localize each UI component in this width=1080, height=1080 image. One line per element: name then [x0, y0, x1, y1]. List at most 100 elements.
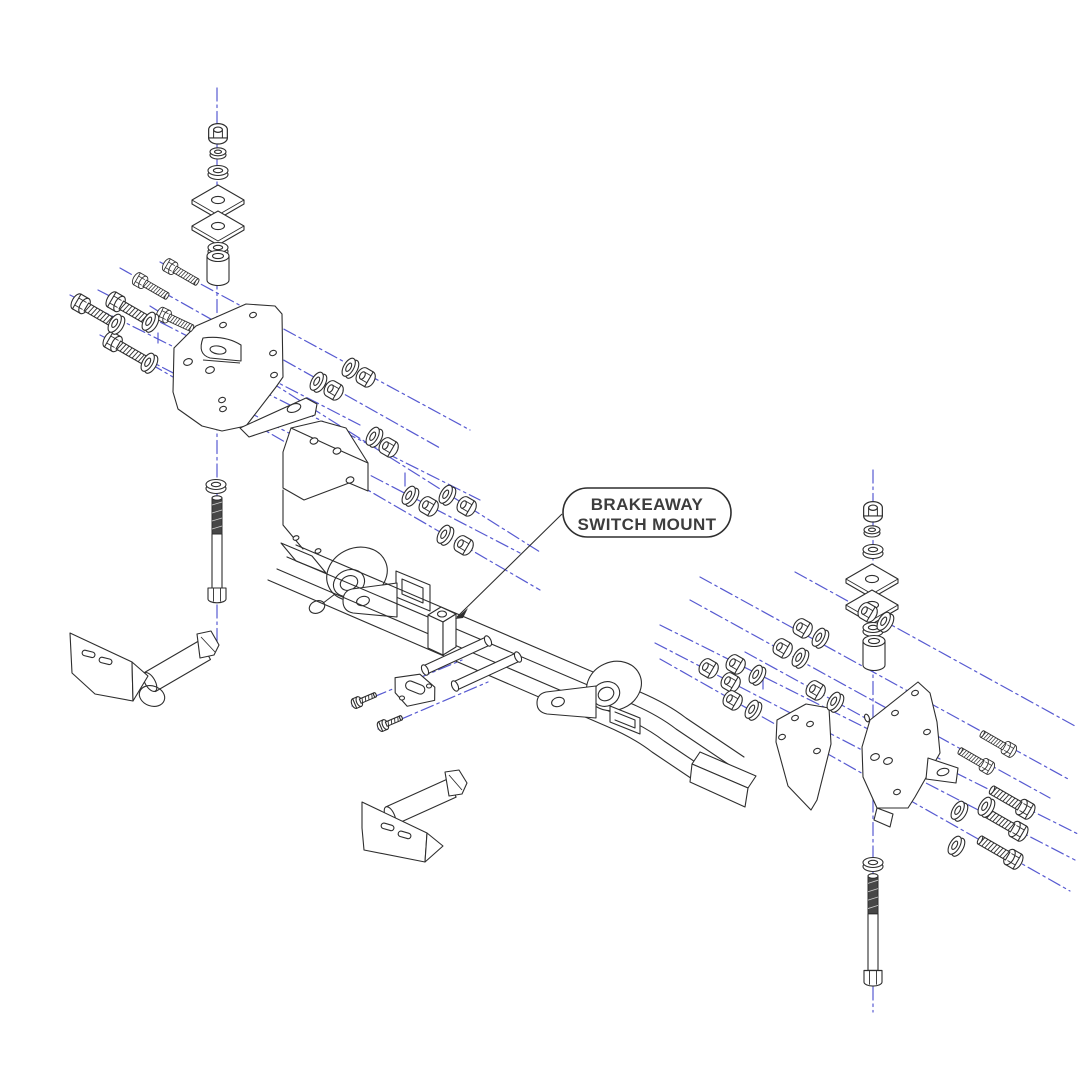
hex-nut	[769, 635, 796, 661]
left-long-bolt	[205, 478, 227, 604]
switch-hole	[436, 610, 448, 618]
hex-nut	[415, 493, 442, 519]
long-hex-bolt	[863, 873, 883, 987]
hex-bolt	[130, 270, 172, 304]
bracket-tab	[873, 807, 894, 828]
pull-ring	[138, 685, 166, 707]
slot-hole	[98, 656, 113, 666]
bolt-hole	[806, 720, 814, 728]
left-mounting-bracket	[172, 303, 318, 438]
long-hex-bolt	[207, 495, 227, 604]
mounting-screw	[349, 689, 379, 711]
hex-nut	[719, 687, 746, 713]
flat-washer	[788, 645, 813, 671]
bolt-hole	[219, 405, 227, 413]
bolt-hole	[813, 747, 821, 755]
bolt-hole	[269, 349, 277, 357]
callout-label-line2: SWITCH MOUNT	[578, 515, 717, 534]
right-mounting-bracket	[861, 681, 959, 828]
hex-bolt	[955, 743, 997, 777]
angle-bracket-fold	[131, 661, 149, 702]
bar-left-receiver	[342, 570, 431, 618]
hex-bolt	[160, 256, 202, 290]
slot-hole	[863, 713, 871, 723]
bar-end-plate	[775, 703, 832, 811]
bolt-hole	[891, 709, 899, 717]
bolt-hole	[218, 396, 226, 404]
flat-washer	[862, 856, 884, 873]
callout-leader-line	[456, 513, 563, 618]
square-spacer-plate	[191, 210, 245, 246]
flange-hole	[286, 402, 302, 414]
bolt-hole	[778, 733, 786, 741]
bar-left-upright	[282, 420, 369, 501]
flat-washer	[944, 833, 969, 859]
slot-hole	[380, 822, 395, 832]
bar-right-pin-tube	[536, 660, 642, 735]
slot-hole	[209, 345, 227, 355]
bolt-hole	[205, 366, 215, 374]
right-hardware-stack	[845, 501, 899, 672]
bolt-hole	[183, 358, 193, 366]
flat-washer	[398, 483, 423, 509]
flat-washer	[207, 164, 229, 181]
flat-washer	[205, 478, 227, 495]
callout-label-line1: BRAKEAWAY	[591, 495, 704, 514]
quick-release-pin-assembly-left	[69, 630, 220, 707]
bushing-spacer	[206, 249, 230, 287]
left-hardware-stack	[191, 123, 245, 287]
bolt-hole	[911, 689, 919, 697]
bar-rail	[267, 579, 711, 792]
lock-washer	[209, 147, 227, 160]
bolt-hole	[249, 311, 257, 319]
bolt-hole	[791, 714, 799, 722]
bolt-hole	[292, 535, 300, 541]
bar-left-foot	[280, 542, 327, 574]
angle-bracket-fold	[424, 832, 444, 863]
bolt-hole	[883, 757, 893, 765]
centerline-diagonal	[744, 651, 941, 760]
hex-nut	[863, 501, 883, 523]
bolt-hole	[219, 321, 227, 329]
flat-washer	[433, 522, 458, 548]
lock-washer	[863, 525, 881, 538]
hex-nut	[450, 532, 477, 558]
bar-end-box	[689, 751, 757, 808]
mounting-screw	[375, 712, 405, 734]
screw-hole	[425, 683, 433, 689]
switch-slot	[405, 680, 426, 695]
bolt-hole	[270, 371, 278, 379]
flat-washer	[947, 798, 972, 824]
bar-left-upright-fold	[290, 427, 369, 464]
flat-washer	[435, 482, 460, 508]
bolt-hole	[332, 447, 342, 455]
bushing-spacer	[862, 634, 886, 672]
bolt-hole	[314, 548, 322, 554]
centerline-diagonal	[69, 294, 481, 501]
bolt-hole	[893, 788, 901, 796]
hex-bolt	[977, 726, 1019, 760]
brakeaway-switch-mount-block	[427, 606, 457, 656]
angle-bracket	[69, 632, 134, 702]
baseplate-crossmember	[267, 420, 832, 811]
brakeaway-switch-mount-plate	[394, 673, 436, 707]
bolt-hole	[923, 728, 931, 736]
retaining-pin-rod	[450, 651, 523, 692]
hex-bolt	[153, 305, 197, 336]
slot-hole	[397, 830, 412, 840]
centerline-diagonal	[159, 261, 471, 431]
flange-hole	[936, 767, 950, 777]
quick-release-pin-assembly-center	[361, 769, 468, 863]
callout-bubble	[562, 487, 732, 538]
hex-nut	[789, 615, 816, 641]
retaining-pin-rod	[420, 635, 493, 676]
screw-hole	[398, 695, 406, 701]
centerline-diagonal	[699, 576, 1071, 781]
angle-bracket	[361, 801, 428, 863]
hex-nut	[695, 655, 722, 681]
right-bolt-group	[944, 726, 1038, 872]
bar-left-drop	[282, 489, 304, 550]
centerline-diagonal	[794, 571, 1076, 727]
